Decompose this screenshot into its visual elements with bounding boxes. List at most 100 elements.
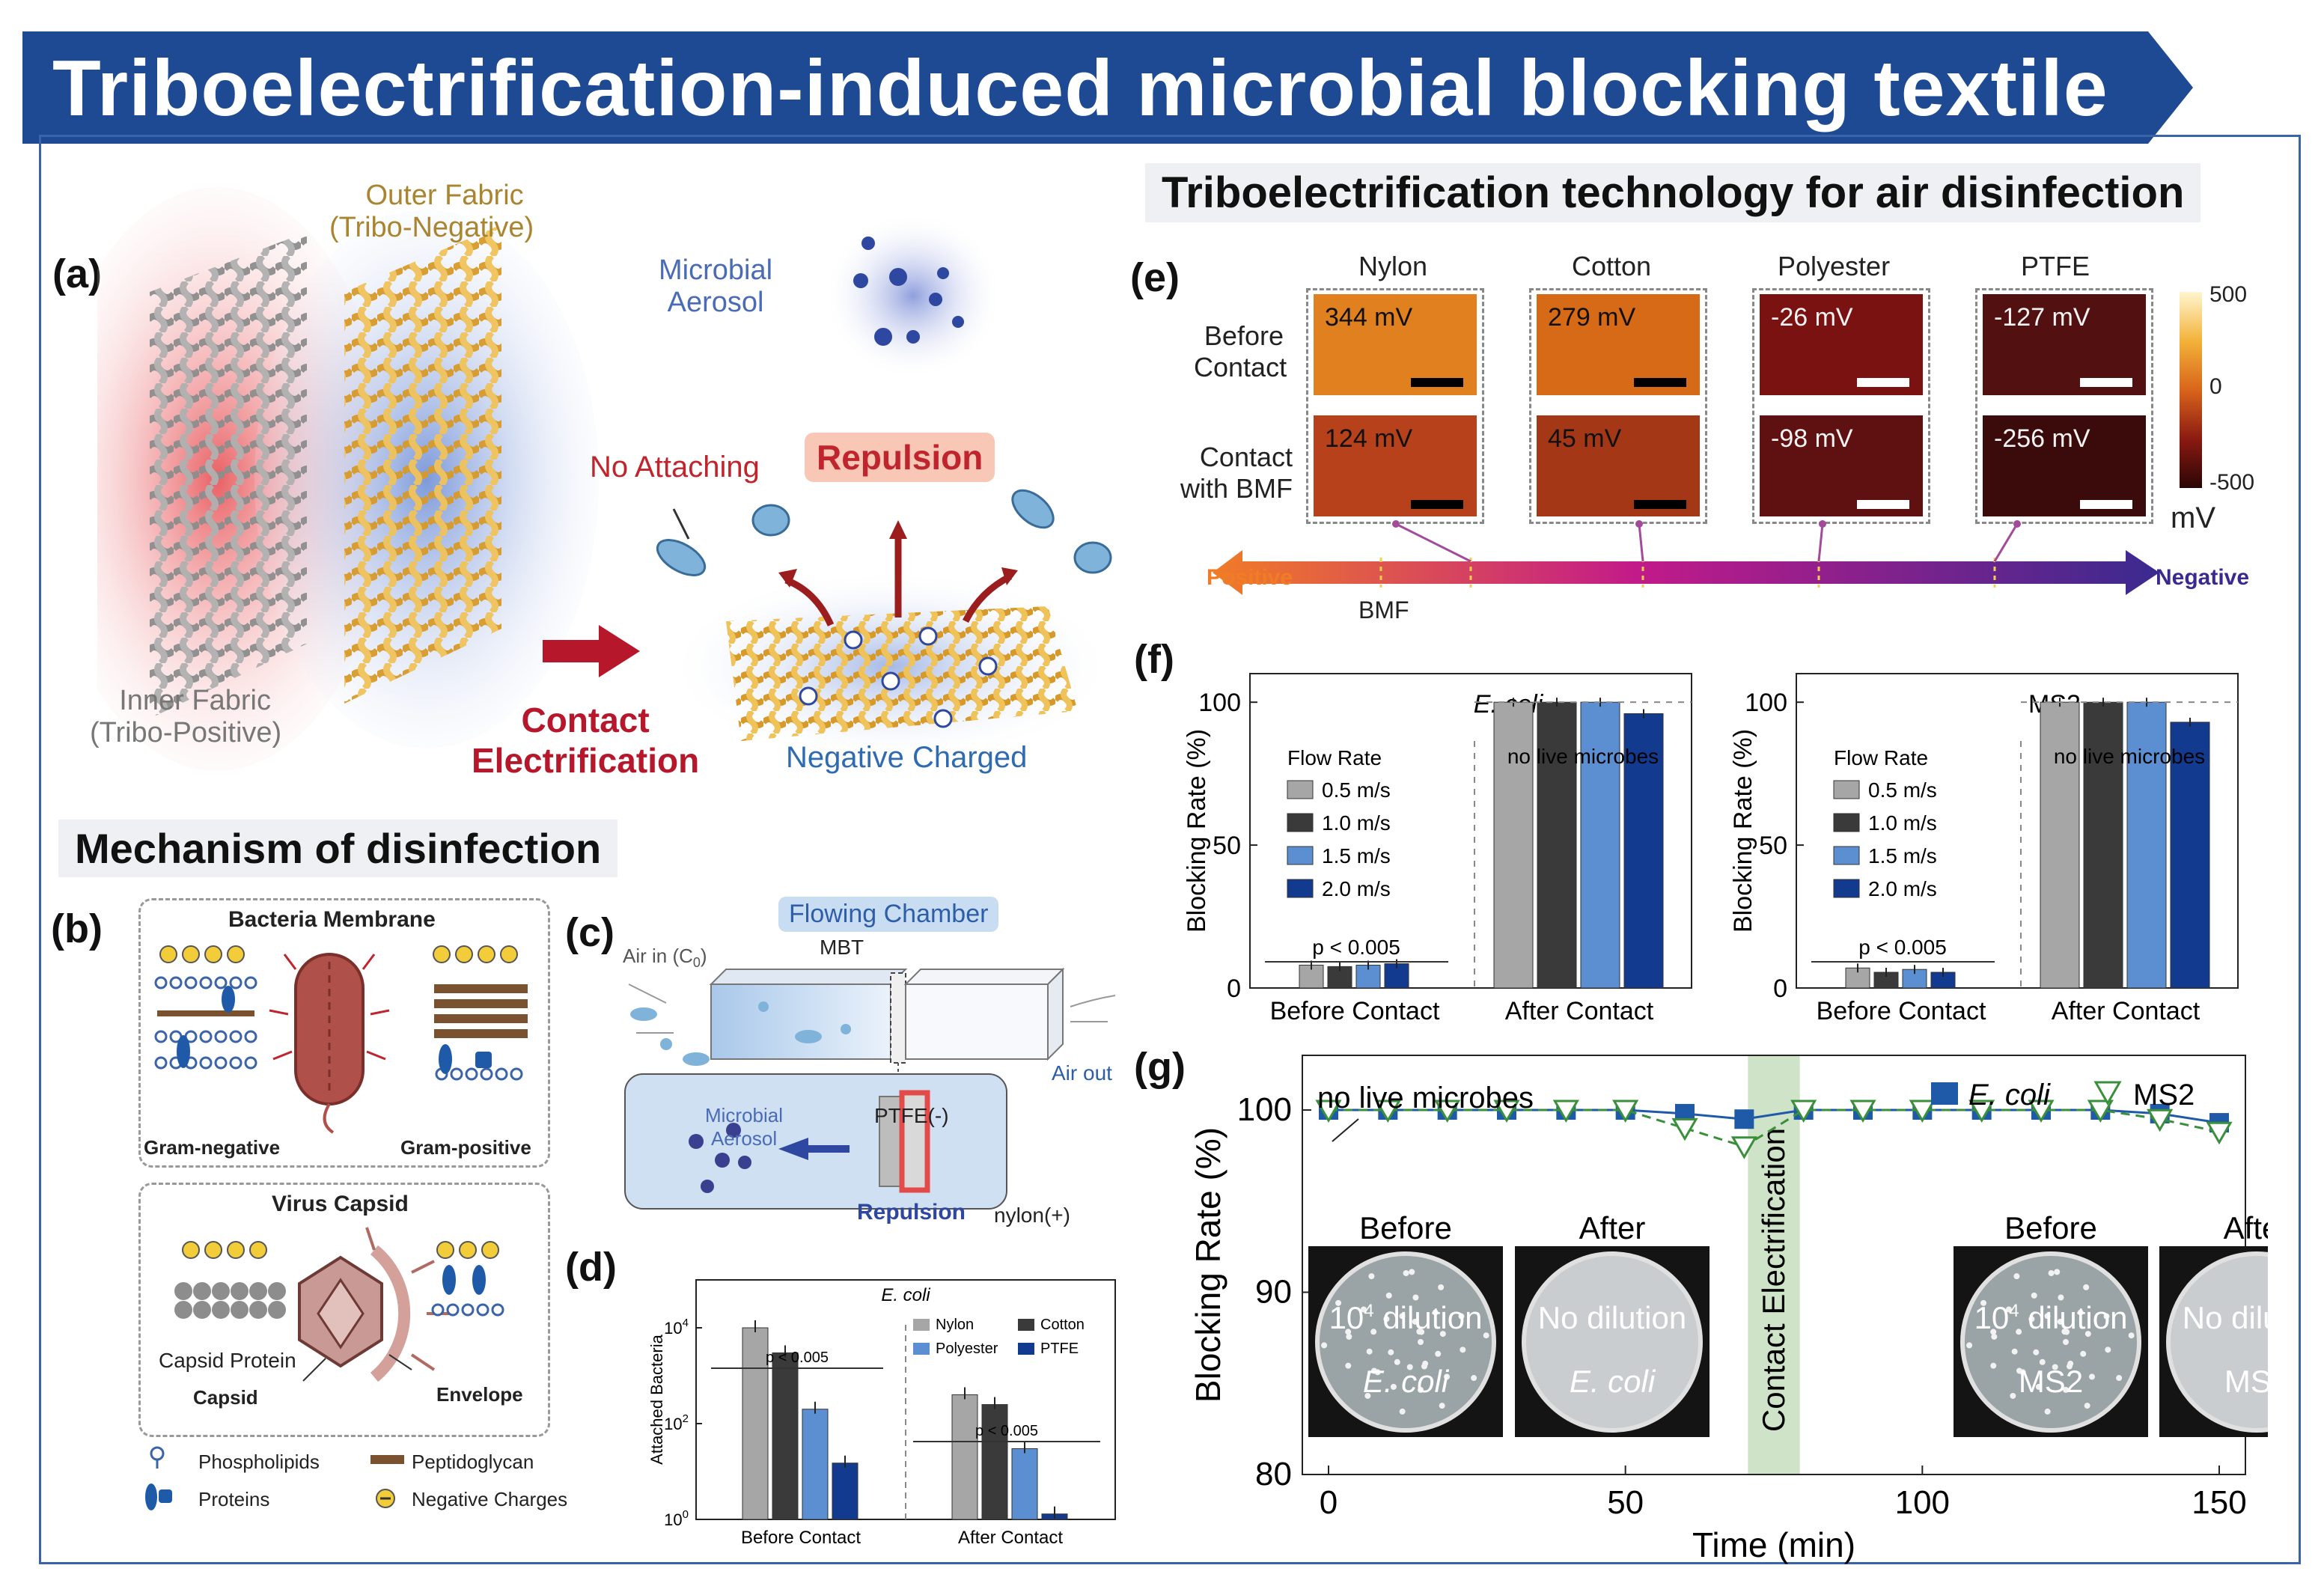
panel-a-label: (a)	[52, 251, 102, 296]
ms2-point	[1730, 1136, 1757, 1159]
potential-colorbar	[2180, 292, 2202, 488]
bar-1-3	[2170, 722, 2210, 989]
panel-b-label: (b)	[51, 906, 103, 951]
colony	[2005, 1306, 2012, 1313]
colony	[2048, 1270, 2055, 1277]
gram-positive-label: Gram-positive	[400, 1136, 531, 1159]
colony	[2105, 1347, 2111, 1353]
charged-fabric-illustration	[656, 489, 1115, 763]
colony	[1394, 1358, 1400, 1365]
colony	[2128, 1332, 2135, 1339]
ms2-point	[1790, 1100, 1817, 1123]
colony	[2013, 1273, 2020, 1280]
petri-dish	[1960, 1251, 2141, 1433]
col-nylon: Nylon	[1358, 251, 1428, 281]
value-polyester-after: -98 mV	[1771, 424, 1853, 453]
colony	[2084, 1331, 2091, 1338]
ms2-point	[1849, 1100, 1876, 1123]
flowing-chamber-diagram	[624, 967, 1116, 1210]
ms2-point	[1434, 1100, 1461, 1123]
bar-1-1	[2083, 701, 2123, 989]
plate-dilution-label: No dilution	[1538, 1300, 1686, 1335]
colony	[1991, 1333, 1998, 1340]
ms2-point	[1612, 1100, 1639, 1123]
colony	[1966, 1342, 1973, 1349]
y-tick-label: 100	[1237, 1091, 1292, 1128]
colony	[2080, 1350, 2087, 1357]
colony	[2067, 1360, 2074, 1367]
legend-title: Flow Rate	[1834, 746, 1928, 769]
colony	[1412, 1294, 1419, 1301]
repulsion-badge: Repulsion	[805, 433, 995, 482]
bar-1-0	[1493, 701, 1534, 989]
colony	[1412, 1318, 1418, 1325]
colorbar-unit: mV	[2171, 501, 2215, 534]
colony	[2016, 1329, 2022, 1335]
ms2-point	[2206, 1121, 2233, 1145]
colony	[2054, 1269, 2061, 1275]
legend-label: 2.0 m/s	[1868, 877, 1937, 900]
x-tick-label: 100	[1895, 1484, 1950, 1521]
colony	[1438, 1284, 1445, 1290]
colony	[1435, 1350, 1442, 1357]
bar-cotton-0	[772, 1352, 799, 1520]
legend-swatch	[1287, 813, 1314, 832]
envelope-label: Envelope	[436, 1383, 523, 1406]
plate-organism-label: MS2	[2019, 1364, 2083, 1399]
plate-dilution-label: 104 dilution	[1974, 1300, 2128, 1335]
col-ptfe: PTFE	[2021, 251, 2090, 281]
kpfm-cotton-after	[1537, 415, 1700, 516]
plot-area	[1249, 673, 1692, 989]
ms2-point	[2028, 1100, 2055, 1123]
plate-dilution-label: No dilution	[2183, 1300, 2268, 1335]
y-axis-label: Blocking Rate (%)	[1729, 729, 1757, 933]
x-tick-label: 150	[2192, 1484, 2246, 1521]
colony	[2019, 1369, 2026, 1376]
bacteria-membrane-box	[138, 898, 550, 1168]
negative-label: Negative	[2156, 565, 2250, 590]
colony	[2083, 1284, 2090, 1290]
colorbar-tick-min: -500	[2209, 470, 2255, 495]
colony	[1444, 1373, 1451, 1380]
chamber-repulsion-label: Repulsion	[857, 1200, 966, 1225]
value-cotton-after: 45 mV	[1548, 424, 1622, 453]
y-tick-label: 0	[1773, 975, 1787, 1003]
y-axis-label: Attached Bacteria	[647, 1334, 666, 1464]
ptfe-frame	[1975, 288, 2153, 524]
value-polyester-before: -26 mV	[1771, 303, 1853, 332]
colony	[2057, 1318, 2064, 1325]
scale-bar	[1857, 500, 1909, 509]
colony	[1418, 1339, 1424, 1345]
plate-title: After	[2224, 1210, 2268, 1245]
phospholipid-protein-legend-icons	[145, 1446, 172, 1510]
colony	[2084, 1403, 2090, 1409]
x-tick-label: Before Contact	[1817, 997, 1986, 1025]
colony	[1409, 1269, 1415, 1275]
colony	[1439, 1331, 1446, 1338]
y-tick-label: 0	[1227, 975, 1241, 1003]
polyester-frame	[1752, 288, 1930, 524]
legend-label: 1.0 m/s	[1868, 811, 1937, 835]
ms2-point	[2147, 1108, 2174, 1132]
contact-electrification-label: Contact Electrification	[1756, 1128, 1791, 1432]
bar-1-3	[1623, 713, 1664, 989]
ms2-point	[1374, 1100, 1401, 1123]
colony	[1364, 1392, 1371, 1399]
legend-label: 0.5 m/s	[1322, 778, 1391, 802]
ptfe-label: PTFE(-)	[874, 1104, 949, 1127]
colony	[2063, 1339, 2069, 1345]
bar-nylon-1	[951, 1394, 978, 1520]
colony	[1458, 1313, 1465, 1320]
series-line-1	[1329, 1108, 2220, 1148]
value-ptfe-after: -256 mV	[1994, 424, 2090, 453]
bar-1-2	[1580, 701, 1620, 989]
legend-phospholipids: Phospholipids	[198, 1451, 320, 1473]
colony	[2089, 1373, 2096, 1380]
panel-f-label: (f)	[1134, 637, 1174, 682]
colony	[2010, 1392, 2016, 1399]
col-cotton: Cotton	[1572, 251, 1652, 281]
plate-dilution-label: 104 dilution	[1329, 1300, 1483, 1335]
legend-label: 1.5 m/s	[1868, 844, 1937, 867]
legend-label: Polyester	[936, 1341, 998, 1357]
legend-swatch	[1018, 1319, 1034, 1331]
